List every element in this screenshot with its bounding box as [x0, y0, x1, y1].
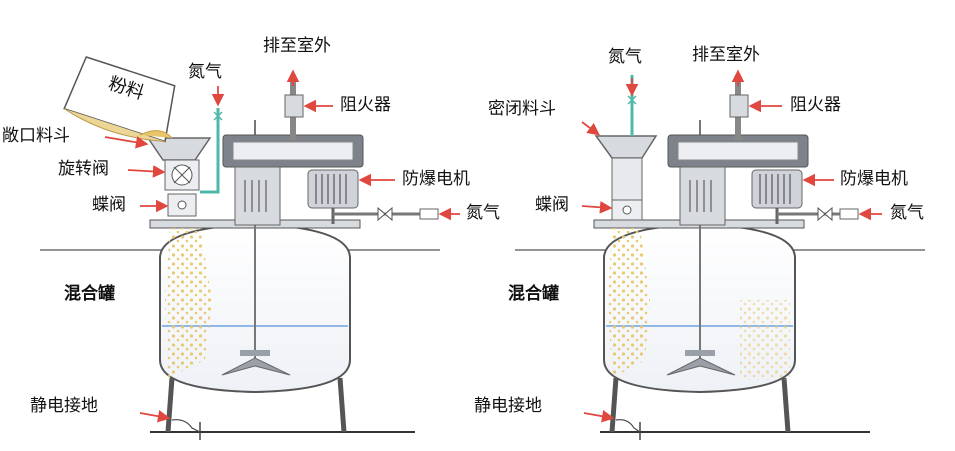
right-sealed-hopper-label: 密闭料斗 [488, 99, 556, 119]
left-rotary-valve-arrow [127, 165, 166, 178]
left-flame-arrester [284, 94, 304, 118]
left-nitrogen-top-label: 氮气 [188, 62, 222, 82]
left-explosion-proof-motor-label: 防爆电机 [402, 169, 470, 189]
left-ground-arrow [139, 410, 171, 423]
left-mixing-tank-label: 混合罐 [64, 284, 115, 304]
right-flame-arrester [729, 94, 749, 118]
left-tank-legs [165, 377, 347, 433]
left-static-ground-label: 静电接地 [30, 396, 98, 416]
right-vent-outdoor-label: 排至室外 [692, 45, 760, 65]
left-gearbox [234, 166, 281, 226]
right-tank-legs [609, 377, 791, 433]
right-system [515, 75, 925, 440]
left-flame-arrester-label: 阻火器 [340, 95, 391, 115]
left-open-hopper-label: 敞口料斗 [2, 126, 70, 146]
right-gearbox [679, 166, 726, 226]
left-open-hopper-arrow [104, 136, 149, 149]
right-butterfly-valve-label: 蝶阀 [535, 195, 569, 215]
right-nitrogen-top-label: 氮气 [608, 47, 642, 67]
right-mixing-tank-label: 混合罐 [508, 284, 559, 304]
right-sealed-hopper [594, 135, 658, 159]
left-agitator-hub [240, 350, 270, 356]
left-system [40, 56, 440, 440]
right-agitator-hub [685, 350, 715, 356]
right-side-nitrogen-valve [817, 206, 833, 222]
right-static-ground-label: 静电接地 [474, 396, 542, 416]
left-agitator-blade [221, 357, 291, 376]
left-side-nitrogen-valve [377, 206, 393, 222]
left-powder-stream [165, 228, 212, 378]
right-ground-wire [615, 419, 641, 433]
right-nitrogen-valve [627, 95, 637, 105]
left-ground-wire [171, 419, 201, 433]
left-rotary-valve-label: 旋转阀 [58, 159, 109, 179]
annotation-arrows [104, 69, 882, 423]
right-flame-arrester-label: 阻火器 [790, 95, 841, 115]
right-sealed-hopper-arrow [581, 121, 601, 136]
right-agitator-blade [666, 357, 736, 376]
left-side-nitrogen-label: 氮气 [466, 203, 500, 223]
right-ground-arrow [583, 410, 615, 423]
left-nitrogen-valve [213, 111, 223, 121]
right-powder-stream [608, 228, 650, 378]
right-explosion-proof-motor-label: 防爆电机 [840, 169, 908, 189]
right-side-nitrogen-label: 氮气 [890, 203, 924, 223]
left-nitrogen-pipe [200, 108, 220, 194]
right-hopper-column [611, 157, 643, 201]
left-butterfly-valve-label: 蝶阀 [92, 195, 126, 215]
left-powder-bag [63, 56, 176, 143]
left-vent-outdoor-label: 排至室外 [263, 36, 331, 56]
right-butterfly-valve-arrow [581, 200, 613, 214]
